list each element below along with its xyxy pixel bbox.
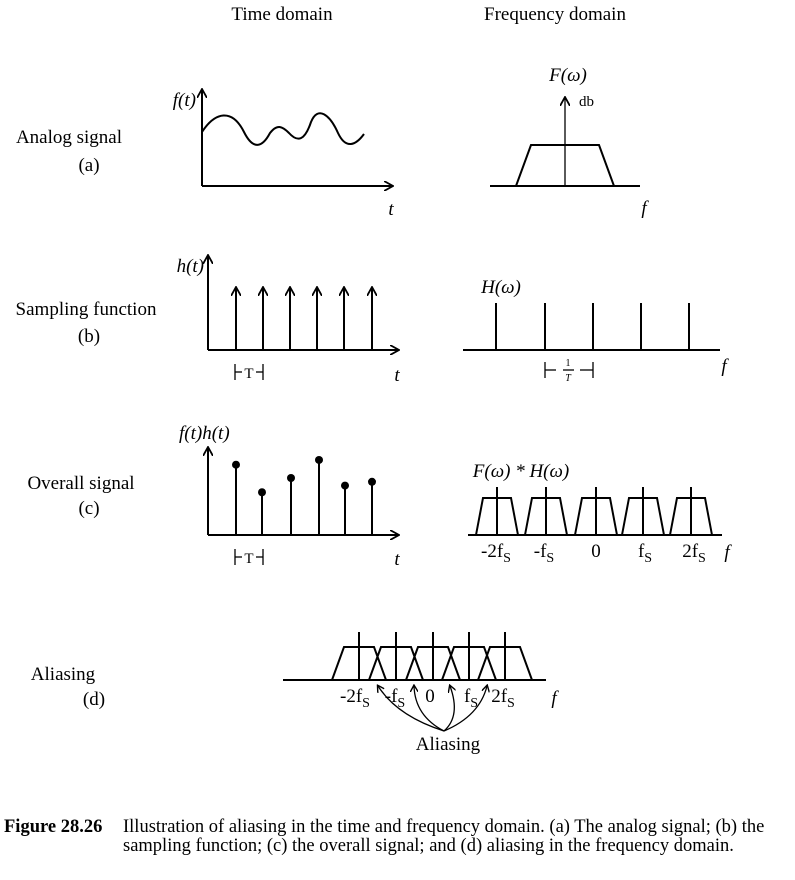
analog-spectrum-trapezoid: [515, 144, 615, 187]
frequency-tick-label: 2fS: [682, 541, 706, 566]
frequency-tick-label: -2fS: [481, 541, 511, 566]
row-b-time-axis-label: t: [394, 365, 400, 386]
caption-text: Illustration of aliasing in the time and…: [123, 817, 765, 856]
row-c-letter: (c): [78, 498, 99, 519]
aliasing-pointer-arrows: [378, 686, 487, 732]
row-b-spacing-numerator: 1: [566, 358, 571, 369]
overall-signal-frequency-plot: -2fS -fS 0 fS 2fS F(ω) * H(ω) f: [468, 461, 732, 566]
aliasing-arrow: [443, 686, 454, 732]
row-a-freq-unit-label: db: [579, 94, 594, 110]
frequency-tick-label: 2fS: [491, 686, 515, 711]
row-c-freq-axis-label: f: [724, 542, 732, 563]
sample-dot: [287, 474, 295, 482]
frequency-tick-label: -2fS: [340, 686, 370, 711]
time-domain-header: Time domain: [231, 4, 333, 25]
row-c-name: Overall signal: [27, 473, 134, 494]
overall-signal-time-plot: T f(t)h(t) t: [179, 423, 400, 570]
caption-label: Figure 28.26: [4, 817, 103, 837]
row-b-time-fn-label: h(t): [177, 256, 204, 277]
row-d-name: Aliasing: [31, 664, 96, 685]
sampled-values: [232, 455, 376, 535]
frequency-tick-label: 0: [591, 541, 601, 562]
row-a-time-axis-label: t: [388, 199, 394, 220]
row-a-time-fn-label: f(t): [173, 90, 196, 111]
sample-dot: [315, 455, 323, 464]
sampling-function-frequency-plot: 1 T H(ω) f: [463, 277, 729, 384]
analog-signal-time-plot: f(t) t: [173, 90, 394, 220]
sampling-impulses: [236, 288, 372, 350]
row-c-period-marker: [234, 549, 264, 565]
row-b-spacing-marker: [544, 362, 594, 378]
row-b-period-label: T: [244, 366, 253, 382]
row-c-period-label: T: [244, 551, 253, 567]
aliasing-arrow: [414, 686, 445, 732]
row-b-freq-axis-label: f: [721, 356, 729, 377]
frequency-tick-label: -fS: [534, 541, 554, 566]
overlapping-spectra: [331, 632, 533, 681]
row-c-freq-fn-label: F(ω) * H(ω): [472, 461, 569, 482]
row-a-freq-axis-label: f: [641, 198, 649, 219]
row-a-freq-fn-label: F(ω): [548, 65, 587, 86]
replicated-spectra: [475, 487, 713, 536]
analog-signal-curve: [201, 112, 365, 146]
row-d-freq-axis-label: f: [551, 688, 559, 709]
frequency-domain-header: Frequency domain: [484, 4, 626, 25]
analog-signal-frequency-plot: F(ω) db f: [490, 65, 649, 219]
row-a-letter: (a): [78, 155, 99, 176]
row-b-letter: (b): [78, 326, 100, 347]
row-d-letter: (d): [83, 689, 105, 710]
frequency-tick-label: 0: [425, 686, 435, 707]
row-b-name: Sampling function: [16, 299, 157, 320]
row-c-tick-labels: -2fS -fS 0 fS 2fS: [481, 541, 706, 566]
frequency-comb-lines: [495, 303, 690, 350]
row-c-time-fn-label: f(t)h(t): [179, 423, 230, 444]
row-c-time-axis-label: t: [394, 549, 400, 570]
frequency-tick-label: fS: [638, 541, 652, 566]
sample-dot: [341, 481, 349, 490]
row-b-spacing-denominator: T: [565, 373, 572, 384]
aliasing-note-label: Aliasing: [416, 734, 481, 755]
row-a-name: Analog signal: [16, 127, 122, 148]
frequency-tick-label: fS: [464, 686, 478, 711]
sample-dot: [232, 460, 240, 469]
row-b-period-marker: [234, 364, 264, 380]
aliasing-arrow: [443, 686, 487, 732]
sample-dot: [258, 488, 266, 497]
aliasing-arrow: [378, 686, 445, 732]
sample-dot: [368, 477, 376, 486]
sampling-function-time-plot: T h(t) t: [177, 256, 400, 386]
row-b-freq-fn-label: H(ω): [480, 277, 521, 298]
